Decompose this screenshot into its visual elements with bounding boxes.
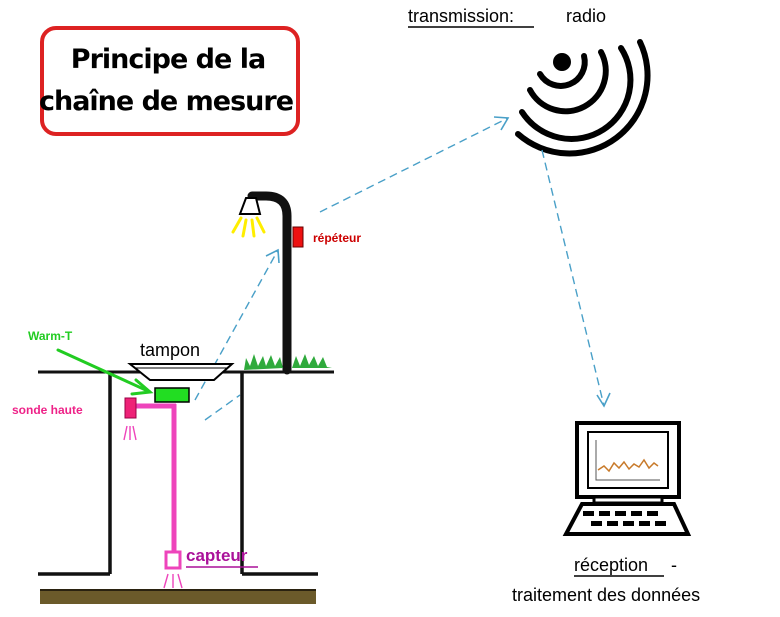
title-line-2: chaîne de mesure (39, 86, 293, 117)
lamp-head (238, 197, 262, 215)
repeater-box (292, 226, 304, 248)
screen-axes (595, 440, 660, 481)
capteur-rays (163, 573, 183, 589)
upper-probe (124, 397, 137, 419)
keyboard (562, 502, 692, 536)
screen-signal-trace (597, 458, 659, 473)
radio-label: radio (566, 6, 606, 26)
keyboard-keys (583, 511, 666, 526)
transmission-header: transmission: radio (408, 6, 606, 28)
monitor-screen (587, 431, 669, 489)
title-frame (40, 26, 300, 136)
warm-t-label: Warm-T (28, 329, 73, 343)
ground-bed (40, 590, 316, 604)
manhole-cover (127, 363, 235, 381)
sensor-cable (136, 403, 177, 552)
title-box: Principe de la chaîne de mesure (39, 26, 300, 136)
repeater-label: répéteur (313, 231, 361, 245)
manhole-shaft (38, 372, 318, 576)
transmission-links (194, 117, 605, 421)
lamp-light-rays (231, 216, 266, 238)
reception-dash: - (671, 555, 677, 575)
reception-label: réception (574, 555, 648, 575)
link-radio-to-computer (541, 149, 605, 407)
upper-probe-rays (123, 425, 137, 441)
radio-waves-icon (515, 39, 651, 157)
capteur-sensor (164, 550, 182, 570)
link-faint (204, 394, 241, 421)
tampon-label: tampon (140, 340, 200, 360)
warm-t-logger (154, 387, 190, 403)
warm-t-arrow (56, 348, 154, 396)
grass (244, 354, 332, 370)
link-arrowheads (265, 116, 611, 408)
computer-icon (562, 421, 692, 536)
link-repeater-to-radio (319, 117, 509, 213)
title-line-1: Principe de la (71, 44, 265, 75)
street-lamp-icon (231, 191, 292, 375)
traitement-label: traitement des données (512, 585, 700, 605)
transmission-label: transmission: (408, 6, 514, 26)
capteur-label: capteur (186, 546, 248, 565)
upper-probe-label: sonde haute (12, 403, 83, 417)
